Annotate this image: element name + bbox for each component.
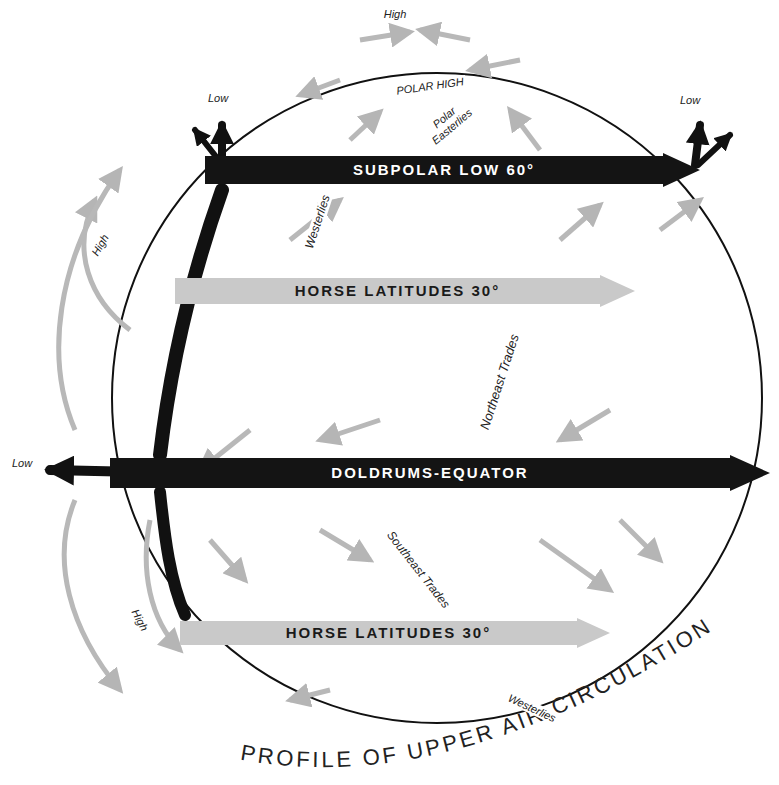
circulation-band: SUBPOLAR LOW 60° [205,153,700,187]
wind-label: Polar Easterlies [416,92,481,152]
wind-label: Low [678,94,702,106]
wind-label: POLAR HIGH [394,75,467,97]
circulation-band: HORSE LATITUDES 30° [175,275,635,307]
wind-label: High [88,230,112,259]
wind-arrows [59,30,700,700]
wind-label: High [382,8,409,20]
band-label: HORSE LATITUDES 30° [286,624,491,642]
wind-label: High [128,605,151,634]
wind-label: Northeast Trades [477,331,523,434]
circulation-band: HORSE LATITUDES 30° [180,618,610,648]
earth-outline [112,73,762,723]
wind-label: Low [206,92,230,104]
wind-label: Southeast Trades [383,527,454,612]
wind-label: Westerlies [302,192,333,253]
diagram-caption: PROFILE OF UPPER AIR CIRCULATION [239,613,717,773]
upper-air-arrows [50,125,730,615]
wind-label: Low [10,457,34,469]
band-label: DOLDRUMS-EQUATOR [331,464,528,482]
circulation-band: DOLDRUMS-EQUATOR [110,455,770,491]
band-label: SUBPOLAR LOW 60° [353,161,535,179]
band-label: HORSE LATITUDES 30° [295,282,500,300]
